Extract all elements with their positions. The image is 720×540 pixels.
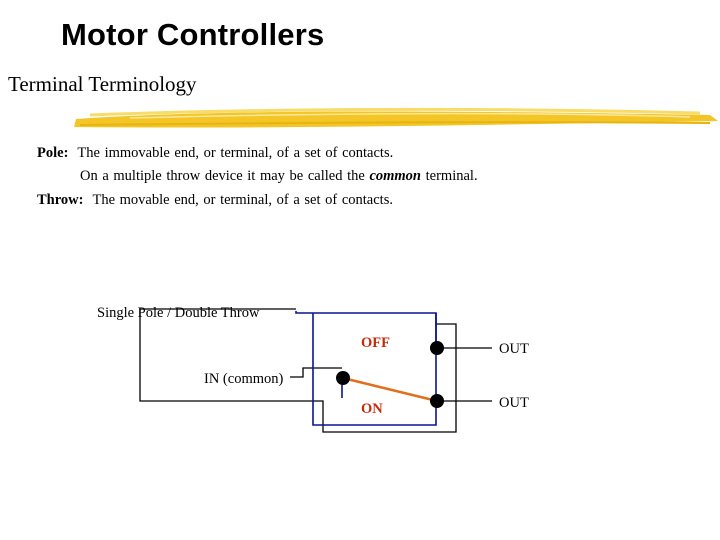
off-label: OFF: [361, 335, 390, 351]
pole-line2-after: terminal.: [421, 168, 478, 184]
in-black-wire: [290, 367, 342, 378]
throw-definition: Throw: The movable end, or terminal, of …: [37, 192, 393, 209]
common-emphasis: common: [369, 168, 421, 184]
pole-line2-before: On a multiple throw device it may be cal…: [80, 168, 370, 184]
pole-text: The immovable end, or terminal, of a set…: [77, 145, 394, 161]
highlighter-stroke: [74, 107, 718, 128]
switch-lever: [342, 376, 438, 403]
out-top-label: OUT: [499, 341, 529, 357]
slide-title: Motor Controllers: [61, 17, 325, 52]
on-contact: [430, 394, 444, 408]
on-label: ON: [361, 401, 383, 417]
pole-definition: Pole: The immovable end, or terminal, of…: [37, 145, 393, 162]
pole-term: Pole:: [37, 145, 69, 161]
switch-type-label: Single Pole / Double Throw: [97, 305, 260, 321]
out-bottom-label: OUT: [499, 395, 529, 411]
pole-definition-line2: On a multiple throw device it may be cal…: [80, 168, 478, 185]
throw-term: Throw:: [37, 192, 84, 208]
in-contact: [336, 371, 350, 385]
off-contact: [430, 341, 444, 355]
outer-black-wire: [139, 308, 457, 433]
in-common-label: IN (common): [204, 371, 284, 387]
slide-subtitle: Terminal Terminology: [8, 72, 197, 96]
throw-text: The movable end, or terminal, of a set o…: [92, 192, 393, 208]
